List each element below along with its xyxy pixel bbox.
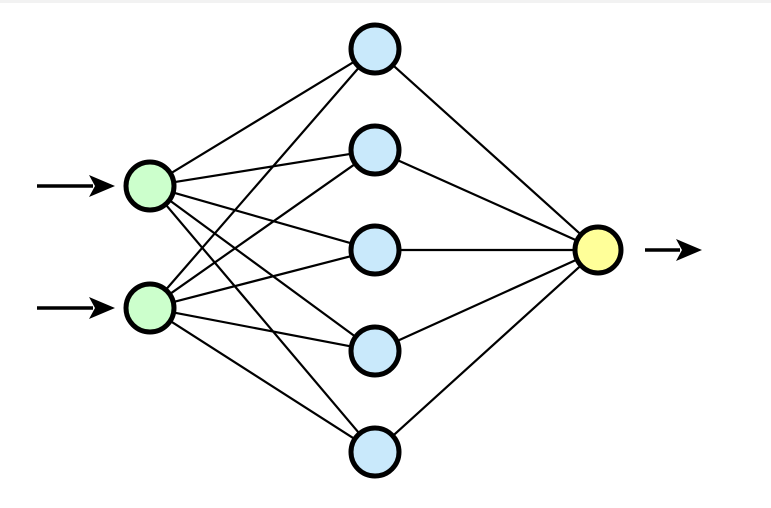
arrows-group [37,175,702,319]
output-arrow-head [676,239,702,261]
edge-i2-h3 [169,254,356,304]
edge-i1-h1 [166,58,359,177]
node-o1[interactable] [572,224,624,276]
edge-i1-h4 [165,197,360,340]
node-h1[interactable] [348,22,402,76]
edge-i2-h1 [162,63,363,294]
node-h5[interactable] [348,425,402,479]
input-arrow-bottom [37,297,115,319]
edge-i2-h4 [169,310,356,349]
nodes-group [123,22,624,479]
edges-group [162,58,585,442]
edge-h1-o1 [389,61,585,238]
input-arrow-top-head [89,175,115,197]
input-arrow-bottom-head [89,297,115,319]
edge-i1-h2 [169,152,356,184]
edge-i2-h5 [166,318,359,442]
edge-h5-o1 [389,262,585,440]
edge-i1-h5 [162,200,363,438]
input-arrow-top [37,175,115,197]
top-edge-band [0,0,771,3]
node-i1[interactable] [123,159,177,213]
node-h3[interactable] [348,223,402,277]
output-arrow [645,239,702,261]
edge-h2-o1 [393,157,581,243]
node-i2[interactable] [123,281,177,335]
node-h2[interactable] [348,123,402,177]
edge-i1-h3 [169,190,356,246]
edge-h4-o1 [393,257,581,344]
edge-i2-h2 [166,160,359,298]
node-h4[interactable] [348,324,402,378]
